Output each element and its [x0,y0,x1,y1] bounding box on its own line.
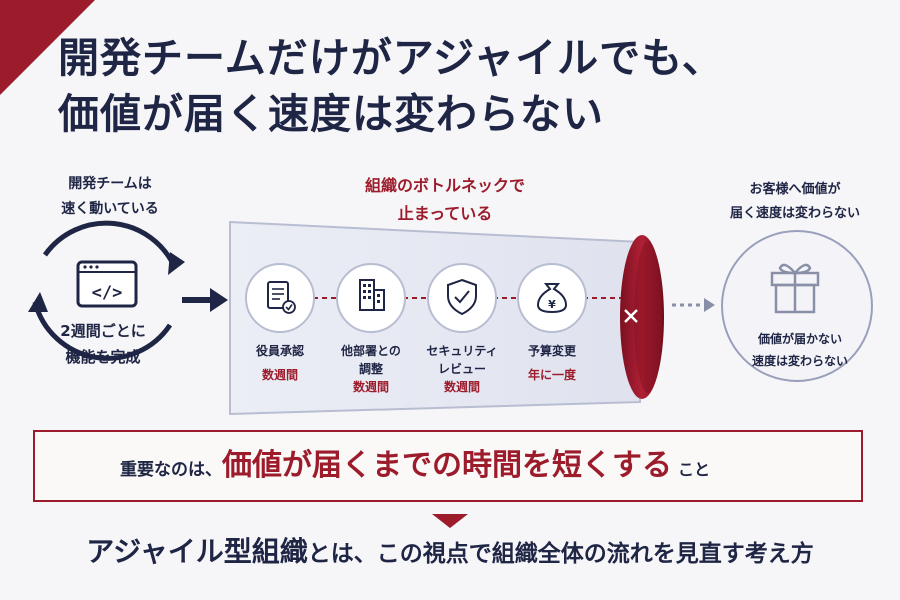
dev-label-line1: 開発チームは [68,176,152,192]
key-message: 重要なのは、価値が届くまでの時間を短くすること [120,440,710,496]
title-line1: 開発チームだけがアジャイルでも、 [58,34,724,82]
customer-circle-line1: 価値が届かない [757,332,842,346]
customer-circle-text: 価値が届かない 速度は変わらない [725,328,875,372]
step-name: 予算変更 [527,344,576,358]
step-name: 他部署との [341,344,401,358]
step-approval: 役員承認 数週間 [225,342,335,384]
svg-text:¥: ¥ [548,298,556,311]
shield-check-icon [447,278,477,316]
customer-circle [721,230,873,382]
step-budget: 予算変更 年に一度 [497,342,607,384]
cycle-line1: 2週間ごとに [60,322,146,340]
document-check-icon [267,281,296,314]
step-duration: 数週間 [352,380,389,394]
key-message-box [33,430,863,502]
step-security: セキュリティ レビュー 数週間 [407,342,517,396]
blocker-disc [620,235,664,399]
step-name-line2: レビュー [437,362,486,376]
step-coordination: 他部署との 調整 数週間 [316,342,426,396]
bottleneck-line1: 組織のボトルネックで [364,176,525,195]
close-icon [624,309,638,323]
title-line2: 価値が届く速度は変わらない [58,90,604,138]
customer-label-line2: 届く速度は変わらない [729,206,860,221]
bottom-rest: とは、この視点で組織全体の流れを見直す考え方 [307,541,814,567]
step-duration: 数週間 [443,380,480,394]
gift-icon [770,263,820,314]
bottom-emphasis: アジャイル型組織 [86,535,308,568]
step-duration: 数週間 [261,368,298,382]
step-name-line2: 調整 [358,362,383,376]
bottleneck-line2: 止まっている [397,204,493,223]
key-message-emphasis: 価値が届くまでの時間を短くする [222,448,672,483]
cycle-arrows [28,220,185,361]
bottom-statement: アジャイル型組織とは、この視点で組織全体の流れを見直す考え方 [0,532,900,574]
key-message-suffix: こと [678,460,711,479]
cycle-label: 2週間ごとに 機能を完成 [38,318,168,370]
svg-text:</>: </> [92,283,123,303]
step-name: セキュリティ [426,344,498,358]
page-title: 開発チームだけがアジャイルでも、 価値が届く速度は変わらない [58,30,724,142]
customer-circle-line2: 速度は変わらない [751,354,848,368]
code-window-icon: </> [76,260,138,308]
key-message-prefix: 重要なのは、 [120,460,222,480]
corner-accent [0,0,95,95]
step-duration: 年に一度 [527,368,576,382]
customer-label: お客様へ価値が 届く速度は変わらない [700,178,890,226]
step-circle-approval [245,263,315,333]
dev-label-line2: 速く動いている [61,201,159,217]
bottleneck-label: 組織のボトルネックで 止まっている [320,172,570,228]
step-name: 役員承認 [255,344,304,358]
step-circle-budget [517,263,587,333]
money-bag-icon: ¥ [536,283,568,314]
customer-label-line1: お客様へ価値が [749,182,841,197]
building-icon [359,279,385,311]
down-arrow-icon [432,514,468,528]
arrow-to-customer [672,298,715,312]
cycle-line2: 機能を完成 [65,348,141,366]
dev-team-label: 開発チームは 速く動いている [40,172,180,222]
arrow-to-funnel [182,288,228,312]
